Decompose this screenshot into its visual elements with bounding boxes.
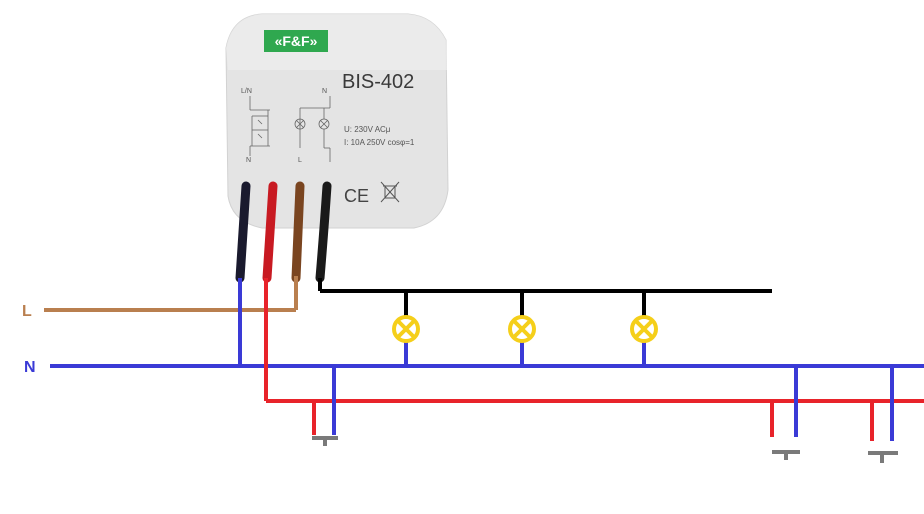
terminal-ln-label: L/N [241, 88, 252, 95]
lamp-1 [392, 315, 420, 343]
pushbutton-1 [312, 366, 338, 446]
pushbutton-2 [770, 366, 800, 460]
device-leads [235, 181, 332, 283]
control-line [264, 278, 924, 403]
model-name: BIS-402 [342, 71, 414, 93]
lamp-2 [508, 315, 536, 343]
lamp-bus [318, 278, 772, 316]
spec-current: I: 10A 250V cosφ=1 [344, 138, 415, 147]
brand-text: «F&F» [275, 33, 318, 49]
terminal-n-right-label: N [322, 88, 327, 95]
relay-module: «F&F» BIS-402 U: 230V ACμ I: 10A 250V co… [225, 13, 449, 229]
brand-logo: «F&F» [264, 30, 328, 52]
spec-voltage: U: 230V ACμ [344, 125, 391, 134]
terminal-n-left-label: N [246, 157, 251, 164]
phase-label: L [22, 303, 32, 320]
terminal-l-label: L [298, 157, 302, 164]
internal-schematic: L/N N N L [241, 88, 331, 164]
pushbutton-3 [868, 366, 898, 463]
neutral-label: N [24, 359, 36, 376]
ce-mark: CE [344, 186, 369, 206]
lamp-3 [630, 315, 658, 343]
neutral-line [50, 278, 924, 368]
weee-bin-icon [380, 181, 400, 203]
lamp-neutral-links [404, 342, 646, 366]
phase-line [44, 276, 298, 312]
